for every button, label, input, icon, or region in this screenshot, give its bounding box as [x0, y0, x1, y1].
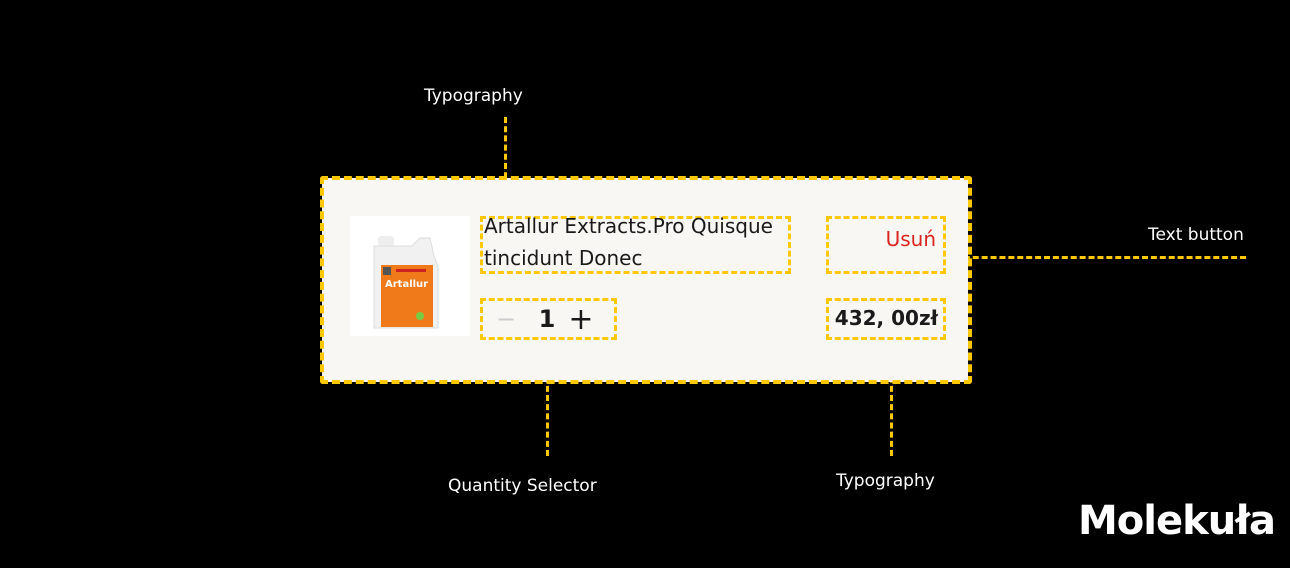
annotation-price: Typography: [836, 471, 935, 491]
price-outline: [826, 298, 946, 340]
product-price: 432, 00zł: [834, 306, 938, 330]
product-title: Artallur Extracts.Pro Quisque tincidunt …: [484, 214, 773, 270]
quantity-outline: [480, 298, 617, 340]
decrement-button[interactable]: −: [495, 305, 517, 333]
quantity-stepper[interactable]: − 1 +: [480, 298, 617, 340]
annotation-title: Typography: [424, 86, 523, 106]
product-image: Artallur: [350, 216, 470, 336]
annotation-quantity: Quantity Selector: [448, 476, 597, 496]
remove-outline: [826, 216, 946, 274]
brand-logo: Molekuła: [1078, 498, 1276, 544]
connector-quantity: [546, 340, 549, 456]
connector-remove: [946, 256, 1246, 259]
quantity-value: 1: [538, 305, 556, 333]
connector-price: [890, 340, 893, 456]
bottle-icon: Artallur: [373, 236, 439, 329]
connector-title: [504, 117, 507, 215]
annotation-remove: Text button: [1148, 225, 1244, 245]
remove-button[interactable]: Usuń: [885, 227, 936, 251]
svg-text:Artallur: Artallur: [385, 279, 428, 290]
title-outline: [480, 216, 791, 274]
card-outline: [320, 176, 972, 384]
increment-button[interactable]: +: [568, 301, 594, 337]
